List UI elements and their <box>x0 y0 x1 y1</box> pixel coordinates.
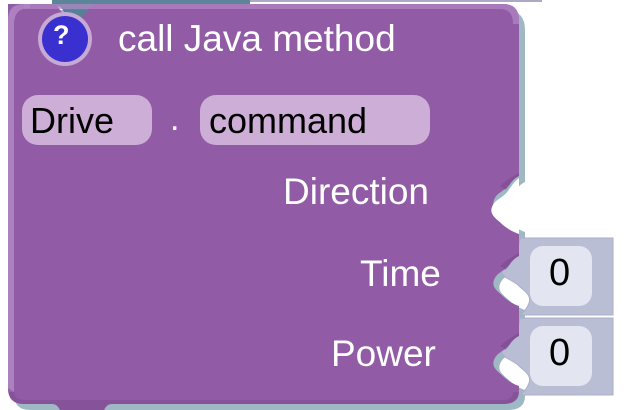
block-header-label: call Java method <box>118 18 396 59</box>
socket-direction-empty[interactable] <box>491 178 519 234</box>
number-block-power[interactable] <box>499 317 614 396</box>
input-label-power: Power <box>331 333 436 374</box>
number-block-time[interactable] <box>499 237 614 316</box>
java-method-block-body[interactable] <box>8 4 519 410</box>
help-button[interactable] <box>38 12 92 66</box>
socket-rims <box>500 173 519 350</box>
method-dropdown-label[interactable]: command <box>209 100 368 141</box>
number-field-time[interactable]: 0 <box>549 252 571 294</box>
input-label-time: Time <box>360 253 441 294</box>
dropdown-separator: . <box>170 100 180 138</box>
question-mark-icon[interactable]: ? <box>53 20 70 50</box>
input-label-direction: Direction <box>283 171 429 212</box>
class-dropdown-label[interactable]: Drive <box>30 100 115 141</box>
class-dropdown-field[interactable] <box>22 95 152 145</box>
number-field-power[interactable]: 0 <box>549 332 571 374</box>
method-dropdown-field[interactable] <box>200 95 430 145</box>
